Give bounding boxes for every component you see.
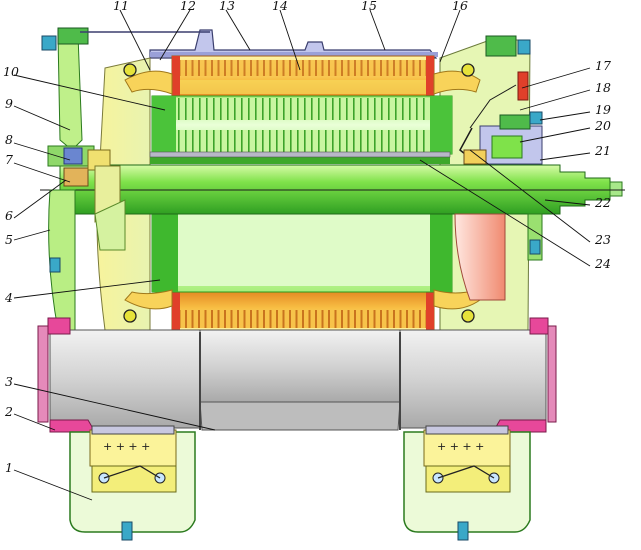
callout-labels: 1 2 3 4 5 6 7 8 9 10 11 12 13 14 15 16 1… (3, 0, 611, 475)
rotor-shaft (40, 151, 625, 215)
callout-23: 23 (594, 232, 611, 247)
callout-16: 16 (452, 0, 468, 13)
leader-lines (13, 9, 591, 501)
callout-3: 3 (5, 374, 13, 389)
terminal-box-right: + + + + (403, 425, 531, 541)
callout-4: 4 (4, 290, 13, 305)
callout-17: 17 (595, 58, 611, 73)
callout-21: 21 (594, 143, 611, 158)
lower-housing (37, 317, 557, 433)
callout-10: 10 (3, 64, 19, 79)
callout-18: 18 (595, 80, 611, 95)
stator-core-bottom (171, 291, 435, 333)
callout-7: 7 (5, 152, 13, 167)
terminal-box-left: + + + + (69, 425, 196, 541)
callout-24: 24 (594, 256, 611, 271)
left-end-cover (48, 189, 126, 331)
callout-14: 14 (272, 0, 288, 13)
callout-1: 1 (5, 460, 13, 475)
callout-8: 8 (5, 132, 13, 147)
callout-5: 5 (5, 232, 13, 247)
rotor-winding-top (151, 95, 453, 155)
right-bearing-brush-assembly (459, 71, 543, 261)
callout-22: 22 (594, 195, 611, 210)
stator-core-top (171, 55, 435, 97)
top-frame-plate (149, 29, 438, 59)
callout-12: 12 (180, 0, 196, 13)
callout-19: 19 (595, 102, 611, 117)
callout-15: 15 (361, 0, 377, 13)
callout-13: 13 (219, 0, 235, 13)
left-bearing-assembly (47, 145, 121, 223)
right-fan-hub (454, 213, 506, 301)
coil-end-turns (123, 63, 481, 323)
svg-text:+ + + +: + + + + (103, 440, 150, 453)
left-support-rib (41, 27, 210, 151)
callout-11: 11 (113, 0, 129, 13)
svg-text:+ + + +: + + + + (437, 440, 484, 453)
callout-9: 9 (5, 96, 13, 111)
callout-6: 6 (5, 208, 13, 223)
callout-20: 20 (594, 118, 611, 133)
callout-2: 2 (4, 404, 13, 419)
